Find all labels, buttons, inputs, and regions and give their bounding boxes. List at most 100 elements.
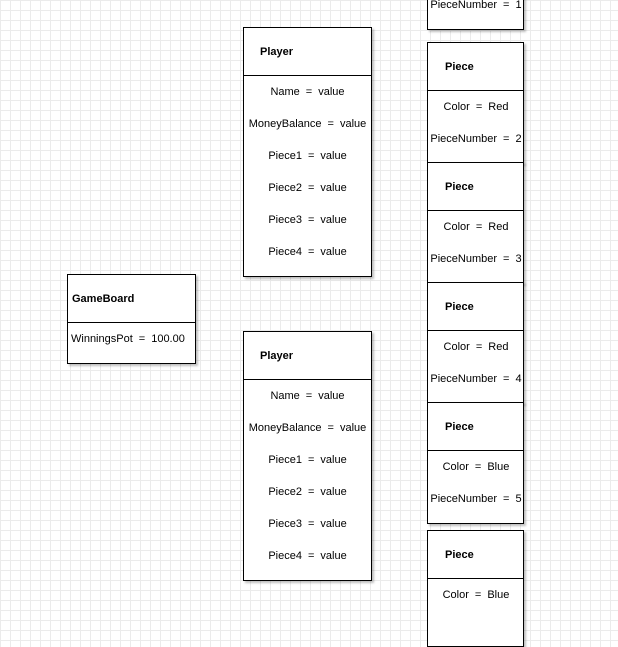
attribute-separator: = [474, 461, 482, 473]
attribute-name: Name [270, 86, 300, 98]
attribute-name: Piece2 [268, 486, 302, 498]
attribute-name: MoneyBalance [248, 422, 322, 434]
object-box-piece-top[interactable]: PieceNumber = 1 [427, 0, 524, 30]
attribute-value: 5 [515, 493, 522, 505]
object-title: Piece [428, 283, 523, 331]
attribute-name: Piece4 [268, 550, 302, 562]
attribute-row: Piece1 = value [244, 444, 371, 476]
attribute-value: value [339, 118, 367, 130]
object-title: Player [244, 332, 371, 380]
object-title: Piece [428, 403, 523, 451]
object-title: Player [244, 28, 371, 76]
attribute-separator: = [327, 118, 334, 130]
attribute-row: PieceNumber = 4 [428, 363, 523, 395]
attribute-row: Color = Red [428, 331, 523, 363]
attribute-value: 100.00 [151, 333, 185, 345]
attribute-value: value [318, 390, 345, 402]
attribute-separator: = [503, 0, 510, 11]
attribute-name: PieceNumber [430, 253, 498, 265]
attribute-separator: = [138, 333, 146, 345]
attribute-row: PieceNumber = 1 [428, 0, 523, 21]
attribute-separator: = [503, 253, 510, 265]
attribute-name: Piece2 [268, 182, 302, 194]
object-title: GameBoard [68, 275, 195, 323]
attribute-name: PieceNumber [430, 373, 498, 385]
object-title: Piece [428, 531, 523, 579]
attribute-name: Color [443, 221, 470, 233]
attribute-separator: = [305, 390, 313, 402]
attribute-row: PieceNumber=2 [428, 123, 523, 155]
attribute-row: MoneyBalance=value [244, 412, 371, 444]
attribute-value: value [320, 518, 347, 530]
attribute-separator: = [503, 133, 510, 145]
attribute-row: PieceNumber = 5 [428, 483, 523, 515]
attribute-row: Piece2 = value [244, 172, 371, 204]
attribute-row: Name = value [244, 76, 371, 108]
attribute-separator: = [475, 221, 483, 233]
attribute-separator: = [307, 454, 315, 466]
attribute-name: Color [443, 341, 470, 353]
attribute-value: Red [488, 341, 509, 353]
attribute-row: MoneyBalance = value [244, 108, 371, 140]
attribute-name: PieceNumber [430, 493, 498, 505]
attribute-name: Color [443, 101, 470, 113]
attribute-value: value [320, 550, 347, 562]
attribute-name: Name [270, 390, 300, 402]
attribute-value: 2 [515, 133, 522, 145]
attribute-value: Blue [487, 589, 510, 601]
attribute-row: Piece3=value [244, 204, 371, 236]
attribute-value: 1 [515, 0, 522, 11]
attribute-row: Piece1 = value [244, 140, 371, 172]
attribute-row: Piece3 = value [244, 508, 371, 540]
attribute-separator: = [307, 518, 315, 530]
attribute-name: Piece3 [268, 518, 302, 530]
attribute-value: value [320, 182, 347, 194]
attribute-row: Piece4=value [244, 540, 371, 572]
attribute-value: value [320, 486, 347, 498]
attribute-value: value [320, 150, 347, 162]
attribute-value: 3 [515, 253, 522, 265]
attribute-value: Red [488, 221, 509, 233]
attribute-separator: = [307, 150, 315, 162]
attribute-name: Piece4 [268, 246, 302, 258]
attribute-value: value [318, 86, 345, 98]
attribute-separator: = [503, 373, 510, 385]
attribute-name: Piece3 [268, 214, 302, 226]
attribute-separator: = [305, 86, 313, 98]
attribute-separator: = [307, 246, 315, 258]
attribute-row: WinningsPot = 100.00 [68, 323, 195, 355]
object-title: Piece [428, 43, 523, 91]
attribute-name: Piece1 [268, 454, 302, 466]
attribute-name: MoneyBalance [248, 118, 322, 130]
attribute-separator: = [327, 422, 334, 434]
object-title: Piece [428, 163, 523, 211]
attribute-value: value [320, 246, 347, 258]
attribute-name: WinningsPot [71, 333, 133, 345]
attribute-separator: = [475, 101, 483, 113]
attribute-name: PieceNumber [430, 0, 498, 11]
attribute-row: Color = Red [428, 91, 523, 123]
attribute-separator: = [474, 589, 482, 601]
attribute-value: 4 [515, 373, 522, 385]
attribute-separator: = [503, 493, 510, 505]
attribute-separator: = [475, 341, 483, 353]
attribute-name: Color [442, 589, 469, 601]
attribute-value: value [320, 454, 347, 466]
attribute-row: Name = value [244, 380, 371, 412]
attribute-value: Red [488, 101, 509, 113]
attribute-value: Blue [487, 461, 510, 473]
attribute-row: Piece2 = value [244, 476, 371, 508]
attribute-separator: = [307, 486, 315, 498]
attribute-separator: = [307, 182, 315, 194]
attribute-row: PieceNumber = 3 [428, 243, 523, 275]
attribute-name: Piece1 [268, 150, 302, 162]
